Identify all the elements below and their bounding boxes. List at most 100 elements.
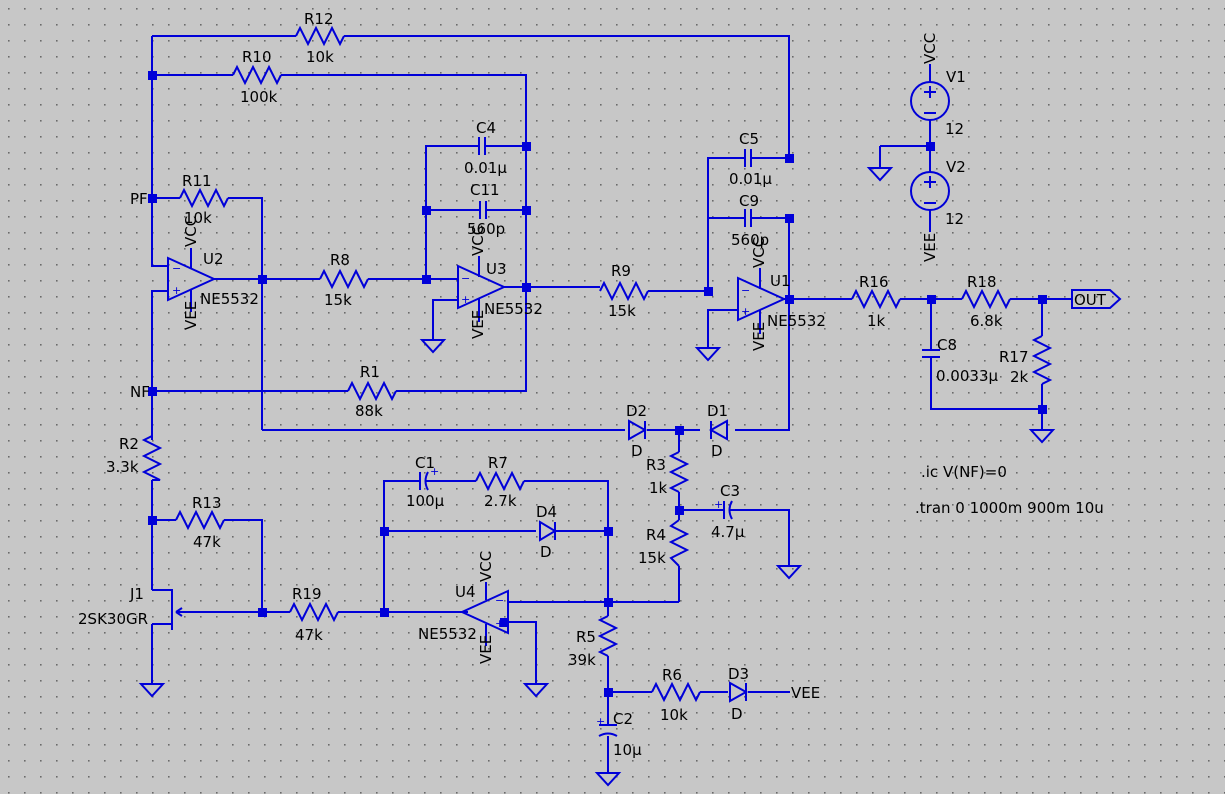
r16-name: R16 bbox=[859, 273, 889, 291]
resistor-r12-symbol[interactable] bbox=[295, 25, 345, 47]
v1-name: V1 bbox=[946, 68, 966, 86]
r2-name: R2 bbox=[119, 435, 139, 453]
c8-name: C8 bbox=[937, 336, 957, 354]
r4-name: R4 bbox=[646, 526, 666, 544]
opamp-u3-symbol[interactable]: − + bbox=[442, 256, 510, 322]
diode-d2-symbol[interactable] bbox=[628, 419, 648, 441]
ground-symbol bbox=[775, 565, 803, 580]
resistor-r6-symbol[interactable] bbox=[651, 681, 701, 703]
v1-vcc-label: VCC bbox=[921, 33, 939, 64]
resistor-r4-symbol[interactable] bbox=[668, 519, 690, 567]
d3-value: D bbox=[731, 705, 743, 723]
resistor-r2-symbol[interactable] bbox=[141, 435, 163, 481]
svg-text:−: − bbox=[172, 262, 181, 275]
r13-value: 47k bbox=[193, 533, 221, 551]
ground-symbol bbox=[138, 683, 166, 698]
resistor-r8-symbol[interactable] bbox=[319, 268, 369, 290]
v2-value: 12 bbox=[945, 210, 964, 228]
junction-dots bbox=[148, 71, 1047, 697]
u2-vcc-label: VCC bbox=[182, 216, 200, 247]
c4-value: 0.01µ bbox=[464, 159, 507, 177]
u2-vee-label: VEE bbox=[182, 301, 200, 330]
resistor-r17-symbol[interactable] bbox=[1031, 335, 1053, 385]
c4-name: C4 bbox=[476, 119, 496, 137]
capacitor-c2-symbol[interactable] bbox=[598, 724, 618, 737]
capacitor-c11-symbol[interactable] bbox=[476, 201, 490, 219]
resistor-r7-symbol[interactable] bbox=[475, 470, 525, 492]
c9-name: C9 bbox=[739, 192, 759, 210]
r13-name: R13 bbox=[192, 494, 222, 512]
r18-value: 6.8k bbox=[970, 312, 1003, 330]
r8-name: R8 bbox=[330, 251, 350, 269]
d4-name: D4 bbox=[536, 503, 557, 521]
output-port[interactable] bbox=[1071, 289, 1122, 309]
svg-text:+: + bbox=[596, 715, 605, 728]
resistor-r10-symbol[interactable] bbox=[232, 64, 282, 86]
r6-value: 10k bbox=[660, 706, 688, 724]
d3-name: D3 bbox=[728, 665, 749, 683]
v1-value: 12 bbox=[945, 120, 964, 138]
capacitor-c4-symbol[interactable] bbox=[474, 137, 490, 155]
tran-directive[interactable]: .tran 0 1000m 900m 10u bbox=[915, 499, 1104, 517]
voltage-source-v1-symbol[interactable] bbox=[910, 81, 950, 121]
r5-value: 39k bbox=[568, 651, 596, 669]
r7-value: 2.7k bbox=[484, 492, 517, 510]
opamp-u2-symbol[interactable]: − + bbox=[167, 248, 217, 312]
svg-text:+: + bbox=[461, 293, 470, 306]
resistor-r19-symbol[interactable] bbox=[289, 601, 339, 623]
capacitor-c9-symbol[interactable] bbox=[740, 209, 756, 227]
svg-text:−: − bbox=[495, 594, 504, 607]
u3-name: U3 bbox=[486, 260, 507, 278]
resistor-r13-symbol[interactable] bbox=[175, 509, 225, 531]
polarity-marks: + + + bbox=[430, 465, 723, 728]
resistor-r18-symbol[interactable] bbox=[961, 288, 1011, 310]
opamp-u4-symbol[interactable]: − + bbox=[459, 582, 509, 646]
capacitor-c8-symbol[interactable] bbox=[922, 345, 940, 362]
r2-value: 3.3k bbox=[106, 458, 139, 476]
d2-value: D bbox=[631, 442, 643, 460]
r1-value: 88k bbox=[355, 402, 383, 420]
c5-name: C5 bbox=[739, 130, 759, 148]
diode-d4-symbol[interactable] bbox=[539, 520, 557, 542]
r10-value: 100k bbox=[240, 88, 278, 106]
ic-directive[interactable]: .ic V(NF)=0 bbox=[921, 463, 1007, 481]
d4-value: D bbox=[540, 543, 552, 561]
net-label-vee: VEE bbox=[791, 684, 820, 702]
resistor-r3-symbol[interactable] bbox=[668, 451, 690, 493]
resistor-r5-symbol[interactable] bbox=[597, 615, 619, 657]
r3-value: 1k bbox=[649, 479, 668, 497]
jfet-j1-symbol[interactable] bbox=[152, 589, 186, 630]
resistor-r11-symbol[interactable] bbox=[179, 187, 229, 209]
c1-value: 100µ bbox=[406, 492, 445, 510]
resistor-r9-symbol[interactable] bbox=[599, 280, 649, 302]
r17-name: R17 bbox=[999, 348, 1029, 366]
u1-vee-label: VEE bbox=[750, 322, 768, 351]
capacitor-c5-symbol[interactable] bbox=[740, 149, 756, 167]
diode-d3-symbol[interactable] bbox=[729, 681, 749, 703]
r5-name: R5 bbox=[576, 628, 596, 646]
svg-text:+: + bbox=[430, 465, 439, 478]
svg-text:+: + bbox=[741, 305, 750, 318]
d2-name: D2 bbox=[626, 402, 647, 420]
r4-value: 15k bbox=[638, 549, 666, 567]
capacitor-c1-symbol[interactable] bbox=[415, 471, 431, 491]
diode-d1-symbol[interactable] bbox=[708, 419, 728, 441]
r12-value: 10k bbox=[306, 48, 334, 66]
r3-name: R3 bbox=[646, 456, 666, 474]
resistor-r16-symbol[interactable] bbox=[851, 288, 901, 310]
r11-name: R11 bbox=[182, 172, 212, 190]
voltage-source-v2-symbol[interactable] bbox=[910, 171, 950, 211]
capacitor-c3-symbol[interactable] bbox=[719, 500, 737, 520]
out-port-label: OUT bbox=[1074, 291, 1107, 309]
opamp-u1-symbol[interactable]: − + bbox=[737, 268, 789, 334]
ground-symbol bbox=[419, 339, 447, 354]
r18-name: R18 bbox=[967, 273, 997, 291]
r9-name: R9 bbox=[611, 262, 631, 280]
r16-value: 1k bbox=[867, 312, 886, 330]
r11-value: 10k bbox=[184, 209, 212, 227]
c3-name: C3 bbox=[720, 482, 740, 500]
ground-symbol bbox=[694, 347, 722, 362]
net-label-nf: NF bbox=[130, 383, 150, 401]
resistor-r1-symbol[interactable] bbox=[347, 380, 397, 402]
